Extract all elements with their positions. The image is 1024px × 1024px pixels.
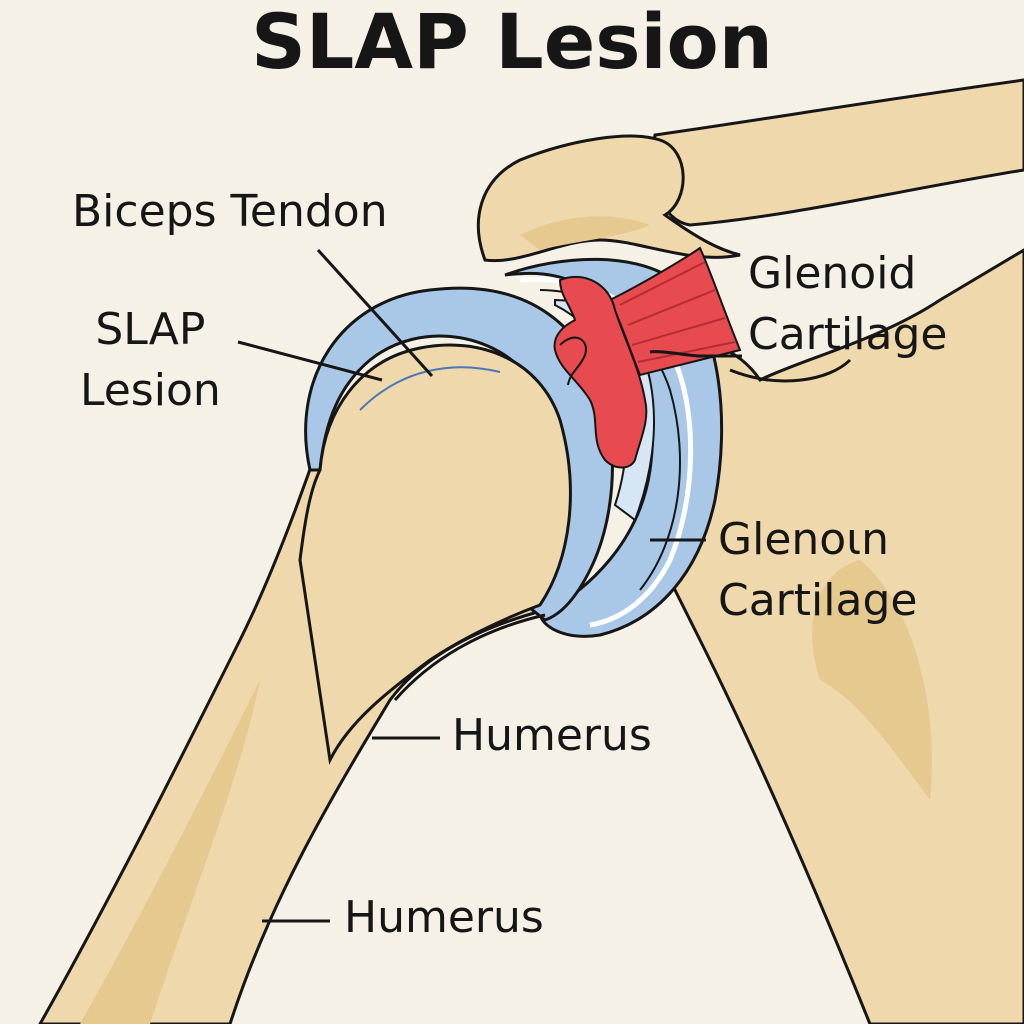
label-humerus-lower: Humerus	[344, 892, 544, 943]
acromion-shade	[520, 216, 650, 250]
label-biceps-tendon: Biceps Tendon	[72, 186, 388, 237]
label-humerus-upper: Humerus	[452, 710, 652, 761]
label-glenoid-lower-line1: Glenoιn	[718, 514, 889, 565]
humeral-head	[298, 343, 572, 765]
label-glenoid-upper-line2: Cartilage	[748, 308, 948, 360]
label-glenoid-lower-line2: Cartilage	[718, 574, 918, 626]
slap-tear-detail	[559, 336, 587, 386]
slap-tear	[553, 275, 648, 469]
humeral-cartilage	[304, 286, 614, 622]
humerus-shaft-shade	[80, 680, 260, 1024]
leader-glenoid-upper	[649, 350, 742, 358]
humeral-neck-line	[393, 613, 546, 701]
clavicle	[651, 78, 1024, 227]
label-glenoid-upper-line1: Glenoid	[748, 248, 917, 299]
scapula-shadow	[812, 560, 932, 800]
leader-slap-lesion	[237, 340, 383, 382]
label-glenoid-cartilage-upper: Glenoid Cartilage	[748, 244, 947, 365]
label-slap-lesion: SLAP Lesion	[80, 300, 221, 421]
biceps-tendon-fibers	[619, 261, 736, 363]
label-glenoid-cartilage-lower: Glenoιn Cartilage	[718, 510, 917, 631]
label-slap-lesion-line2: Lesion	[80, 364, 221, 416]
page-title: SLAP Lesion	[251, 0, 773, 86]
label-slap-lesion-line1: SLAP	[95, 304, 206, 355]
leader-biceps-tendon	[316, 248, 434, 378]
scapula-line	[729, 358, 852, 383]
